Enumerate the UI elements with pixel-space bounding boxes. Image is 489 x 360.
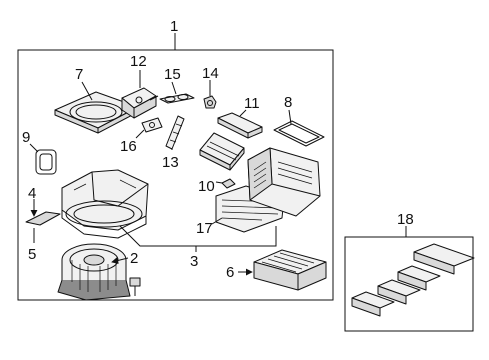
callout-15-leader <box>171 81 177 95</box>
part-10-clip <box>221 178 236 189</box>
callout-3: 3 <box>190 253 198 270</box>
part-9-seal-ring <box>35 149 57 175</box>
callout-6: 6 <box>226 264 234 281</box>
part-4-bracket <box>25 211 61 226</box>
callout-7: 7 <box>75 66 83 83</box>
callout-10-leader <box>215 181 223 184</box>
callout-16: 16 <box>120 138 137 155</box>
callout-14: 14 <box>202 65 219 82</box>
part-6-cabin-filter <box>253 249 327 291</box>
part-16-bracket <box>141 117 163 133</box>
callout-10: 10 <box>198 178 215 195</box>
part-2-blower-motor <box>57 243 131 301</box>
callout-7-leader <box>81 81 93 101</box>
blower-housing <box>61 169 149 239</box>
part-13-link-rod <box>165 115 185 150</box>
callout-9-leader <box>29 143 39 153</box>
callout-1: 1 <box>170 18 178 35</box>
callout-9: 9 <box>22 129 30 146</box>
callout-5: 5 <box>28 246 36 263</box>
callout-8: 8 <box>284 94 292 111</box>
callout-17-leader <box>211 217 223 225</box>
callout-8-leader <box>288 109 292 125</box>
kit-frame <box>344 236 474 332</box>
callout-11-leader <box>239 109 247 117</box>
callout-15: 15 <box>164 66 181 83</box>
callout-12: 12 <box>130 53 147 70</box>
part-screw <box>129 277 141 296</box>
callout-18: 18 <box>397 211 414 228</box>
evaporator-housing <box>247 147 321 217</box>
part-12-actuator <box>121 87 159 119</box>
part-8-gasket <box>273 120 325 147</box>
callout-3-leader <box>119 225 277 247</box>
callout-16-leader <box>135 129 145 139</box>
callout-4: 4 <box>28 185 36 202</box>
part-15-clip <box>159 93 195 104</box>
part-14-clip <box>203 95 217 109</box>
part-18-kit <box>351 243 475 317</box>
callout-17: 17 <box>196 220 213 237</box>
part-11-filter-door <box>217 112 263 139</box>
callout-11: 11 <box>244 95 260 112</box>
callout-13: 13 <box>162 154 179 171</box>
part-10-filter <box>199 132 245 171</box>
callout-2: 2 <box>130 250 138 267</box>
callout-2-leader <box>111 257 129 264</box>
